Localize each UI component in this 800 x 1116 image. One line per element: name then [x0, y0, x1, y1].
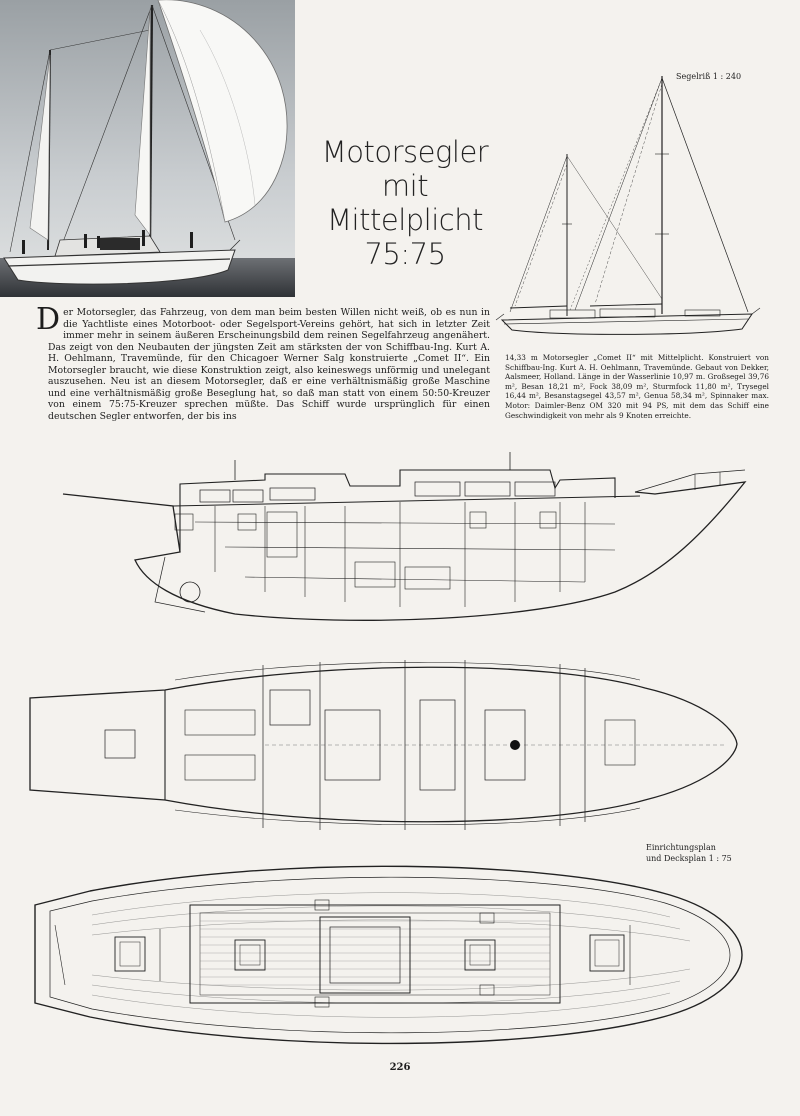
technical-caption: 14,33 m Motorsegler „Comet II“ mit Mitte…: [505, 353, 769, 420]
sail-plan-label: Segelriß 1 : 240: [676, 72, 742, 81]
title-line-2: mit: [381, 169, 429, 203]
title-line-1: Motorsegler: [321, 135, 489, 169]
title-line-3: Mittelplicht: [327, 203, 483, 237]
sail-plan-drawing: [490, 74, 770, 344]
drop-cap: D: [36, 302, 61, 337]
article-title: Motorsegler mit Mittelplicht 75:75: [300, 135, 510, 271]
title-line-4: 75:75: [364, 237, 446, 271]
article-paragraph: er Motorsegler, das Fahrzeug, von dem ma…: [48, 307, 490, 422]
yacht-photo: [0, 0, 295, 297]
deck-plan: [30, 855, 745, 1055]
deck-plan-label: Einrichtungsplan und Decksplan 1 : 75: [646, 842, 732, 864]
deck-plan-label-line-1: Einrichtungsplan: [646, 843, 716, 852]
page-number: 226: [389, 1062, 411, 1073]
accommodation-plan: [25, 650, 740, 840]
deck-plan-label-line-2: und Decksplan 1 : 75: [646, 854, 732, 863]
profile-drawing: [55, 452, 755, 632]
